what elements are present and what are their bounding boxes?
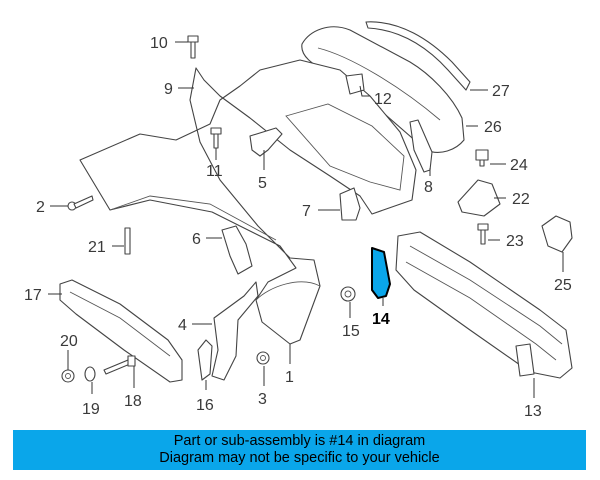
part-12-bracket — [345, 73, 365, 95]
banner-line-1: Part or sub-assembly is #14 in diagram — [173, 433, 426, 449]
callout-5: 5 — [258, 175, 267, 192]
callout-22: 22 — [512, 191, 530, 208]
callout-12: 12 — [374, 91, 392, 108]
callout-19: 19 — [82, 401, 100, 418]
part-15-nut — [340, 286, 356, 302]
leader-lines — [48, 41, 564, 398]
part-22-bracket — [457, 179, 501, 217]
callout-10: 10 — [150, 35, 168, 52]
callout-20: 20 — [60, 333, 78, 350]
callout-6: 6 — [192, 231, 201, 248]
callout-25: 25 — [554, 277, 572, 294]
part-4-bracket — [211, 281, 259, 381]
callout-3: 3 — [258, 391, 267, 408]
callout-26: 26 — [484, 119, 502, 136]
callout-7: 7 — [302, 203, 311, 220]
callout-2: 2 — [36, 199, 45, 216]
part-7-bracket — [339, 187, 361, 221]
part-18-bolt — [103, 355, 136, 375]
part-10-bolt — [187, 35, 199, 59]
part-13-impact-bar — [395, 231, 573, 379]
part-21-stud — [124, 227, 131, 255]
part-3-nut — [256, 351, 270, 365]
part-5-bracket — [249, 127, 283, 157]
callout-27: 27 — [492, 83, 510, 100]
callout-11: 11 — [206, 163, 223, 180]
part-11-bolt — [210, 127, 222, 149]
part-20-nut — [61, 369, 75, 383]
callout-8: 8 — [424, 179, 433, 196]
part-25-bracket — [541, 215, 573, 253]
callout-23: 23 — [506, 233, 524, 250]
callout-14: 14 — [372, 311, 390, 328]
callout-24: 24 — [510, 157, 528, 174]
part-17-absorber — [59, 279, 183, 383]
part-19-washer — [84, 366, 96, 382]
callout-1: 1 — [285, 369, 294, 386]
part-2-screw — [67, 195, 94, 211]
banner-line-2: Diagram may not be specific to your vehi… — [159, 450, 440, 466]
part-16-bracket — [197, 339, 213, 381]
part-23-bolt — [477, 223, 489, 245]
callout-4: 4 — [178, 317, 187, 334]
callout-21: 21 — [88, 239, 106, 256]
callout-17: 17 — [24, 287, 42, 304]
callout-15: 15 — [342, 323, 360, 340]
part-24-clip — [475, 149, 489, 167]
part-14-bracket — [371, 247, 391, 299]
part-1-bumper-cover — [79, 59, 417, 345]
info-banner: Part or sub-assembly is #14 in diagram D… — [13, 430, 586, 470]
callout-18: 18 — [124, 393, 142, 410]
callout-13: 13 — [524, 403, 542, 420]
callout-9: 9 — [164, 81, 173, 98]
part-6-bracket — [221, 225, 253, 275]
callout-16: 16 — [196, 397, 214, 414]
part-27-trim-strip — [365, 21, 471, 91]
